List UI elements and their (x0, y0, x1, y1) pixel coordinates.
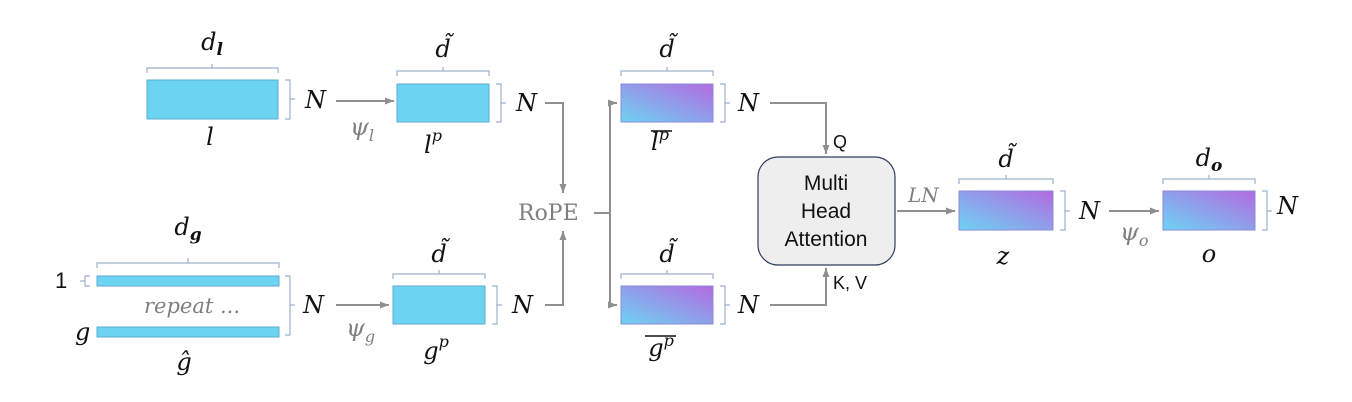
tensor-z (958, 190, 1054, 231)
psi-l-transform: ψl (336, 97, 394, 145)
block-gp: d̃ N gp (392, 237, 534, 365)
repeat-label: repeat ... (144, 294, 240, 318)
brace-right-lbar (720, 83, 730, 123)
psi-g-transform: ψg (336, 301, 389, 346)
brace-top-gbar (620, 270, 714, 279)
name-label-l: l (206, 123, 214, 151)
n-label-gp: N (511, 291, 534, 319)
n-label-l: N (304, 86, 327, 114)
n-label-lbar: N (737, 89, 760, 117)
tensor-gp (392, 285, 486, 325)
tensor-lp (396, 83, 490, 123)
brace-top-z (958, 175, 1054, 184)
block-lp: d̃ N lp (396, 32, 538, 159)
tensor-g-row-bottom (96, 326, 280, 338)
brace-right-gp (492, 285, 502, 325)
block-g: dg 1 repeat ... g ĝ N (55, 213, 325, 376)
dim-label-gp: d̃ (431, 237, 450, 268)
name-label-o: o (1202, 240, 1216, 268)
psi-g-label: ψg (346, 314, 375, 346)
tensor-lbar (620, 83, 714, 123)
kv-label: K, V (833, 273, 867, 293)
q-label: Q (833, 132, 847, 152)
ln-label: LN (907, 183, 940, 207)
brace-right-gbar (720, 285, 730, 325)
name-label-ghat: ĝ (176, 348, 191, 376)
arrow-rope-to-gbar (608, 213, 617, 309)
brace-top-g (96, 258, 280, 268)
dim-label-gbar: d̃ (659, 237, 678, 268)
attention-line1: Multi (804, 172, 848, 195)
tensor-l (146, 79, 279, 120)
arrow-gp-to-rope (545, 231, 567, 306)
dim-label-z: d̃ (998, 142, 1017, 173)
arrow-lp-to-rope (545, 102, 567, 193)
dim-label-l: dl (201, 28, 223, 60)
rope-label: RoPE (518, 201, 579, 226)
block-lbar: d̃ N lp (620, 32, 760, 156)
brace-one (80, 275, 90, 287)
name-label-lbar: lp (651, 125, 669, 156)
brace-top-lp (396, 67, 490, 76)
attention-line3: Attention (785, 228, 868, 251)
n-label-o: N (1276, 192, 1299, 220)
tensor-o (1162, 190, 1256, 231)
tensor-gbar (620, 285, 714, 325)
arrow-rope-to-lbar (608, 99, 617, 213)
arrow-lbar-to-q (770, 102, 830, 154)
tensor-g-row-top (96, 275, 280, 287)
brace-top-lbar (620, 67, 714, 76)
brace-right-l (285, 79, 295, 120)
attention-line2: Head (801, 200, 851, 223)
brace-top-o (1162, 175, 1256, 184)
dim-label-lbar: d̃ (659, 32, 678, 63)
one-label: 1 (55, 268, 67, 293)
n-label-gbar: N (737, 291, 760, 319)
name-label-g: g (75, 318, 90, 346)
brace-top-gp (392, 270, 486, 279)
arrow-gbar-to-kv (770, 268, 830, 306)
brace-top-l (146, 64, 279, 73)
n-label-lp: N (515, 89, 538, 117)
brace-right-g (285, 275, 295, 336)
brace-right-lp (496, 83, 506, 123)
psi-o-label: ψo (1120, 218, 1148, 250)
attention-box (757, 156, 896, 266)
n-label-g: N (302, 291, 325, 319)
brace-right-o (1262, 190, 1272, 231)
dim-label-lp: d̃ (435, 32, 454, 63)
brace-right-z (1060, 190, 1070, 231)
name-label-z: z (996, 242, 1010, 270)
dim-label-g: dg (174, 213, 201, 245)
block-o: do N o (1162, 144, 1299, 268)
multi-head-attention: Multi Head Attention (757, 156, 896, 266)
block-z: d̃ N z (958, 142, 1101, 270)
rope-node: RoPE (518, 99, 617, 309)
psi-l-label: ψl (350, 113, 374, 145)
name-label-lp: lp (424, 126, 442, 159)
block-gbar: d̃ N gp (620, 237, 760, 362)
n-label-z: N (1078, 197, 1101, 225)
name-label-gbar: gp (648, 331, 674, 362)
dim-label-o: do (1196, 144, 1223, 176)
block-l: dl N l (146, 28, 327, 151)
psi-o-transform: ψo (1109, 207, 1159, 250)
name-label-gp: gp (423, 332, 449, 365)
